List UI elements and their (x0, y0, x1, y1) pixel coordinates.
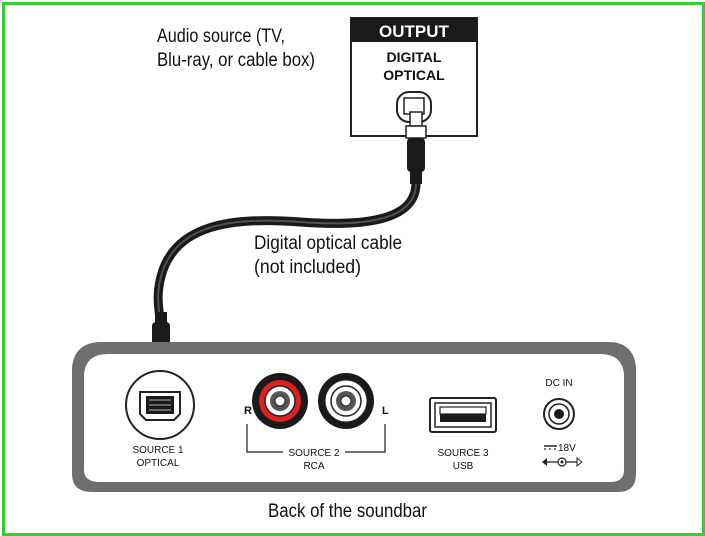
source3-label-line1: SOURCE 3 (437, 448, 489, 459)
rca-l-letter: L (382, 405, 389, 417)
audio-source-label-line1: Audio source (TV, (157, 26, 285, 47)
output-line2: OPTICAL (383, 67, 445, 83)
source2-label-line1: SOURCE 2 (288, 448, 340, 459)
dc-in-label: DC IN (545, 378, 572, 389)
source3-label-line2: USB (453, 461, 474, 472)
rca-left-jack (318, 373, 374, 429)
dc-in-jack (543, 398, 575, 430)
rca-right-jack (252, 373, 308, 429)
source2-label-line2: RCA (303, 461, 324, 472)
rca-r-letter: R (244, 405, 252, 417)
soundbar-caption: Back of the soundbar (268, 501, 428, 522)
voltage-label: 18V (558, 443, 576, 454)
audio-source-label-line2: Blu-ray, or cable box) (157, 50, 315, 71)
source3-usb-port (429, 397, 497, 433)
soundbar-back-panel: SOURCE 1 OPTICAL R L SOURCE 2 RCA (72, 342, 636, 492)
rca-bracket (246, 424, 386, 453)
source1-label-line2: OPTICAL (137, 458, 180, 469)
dc-symbol-icon (544, 445, 557, 450)
cable-label-line1: Digital optical cable (254, 233, 402, 254)
source1-label-line1: SOURCE 1 (132, 445, 184, 456)
source1-optical-port (125, 370, 195, 440)
output-line1: DIGITAL (387, 49, 442, 65)
top-plug (405, 111, 427, 184)
output-header: OUTPUT (379, 22, 450, 41)
polarity-icon (542, 456, 583, 468)
cable-label-line2: (not included) (254, 257, 361, 278)
